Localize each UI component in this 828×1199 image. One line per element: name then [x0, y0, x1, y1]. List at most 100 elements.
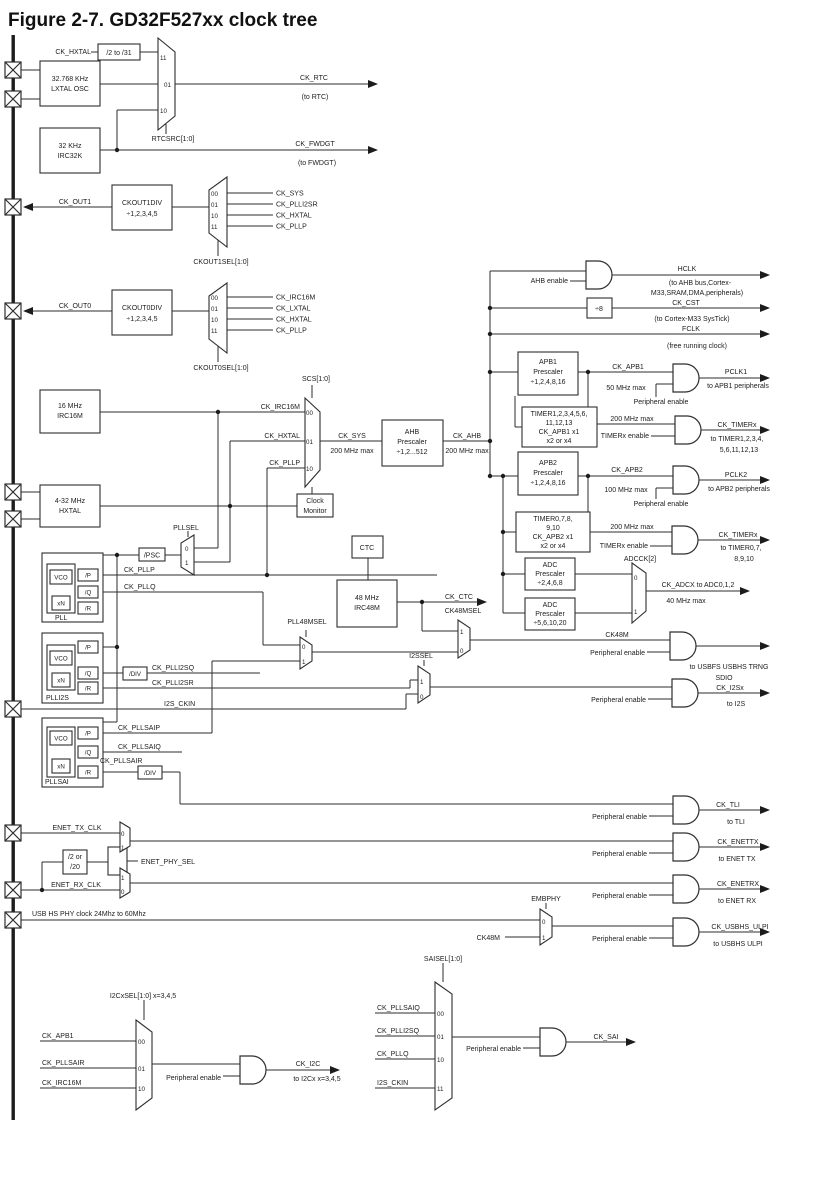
apb2-label3: ÷1,2,4,8,16: [531, 480, 566, 487]
fclk-to-label: (free running clock): [667, 343, 727, 350]
enet-sel-block: [107, 846, 128, 876]
sai-in10: 10: [437, 1057, 444, 1064]
rtc-mux-in10: 10: [160, 108, 167, 115]
ahb-prescaler-label3: ÷1,2...512: [396, 449, 427, 456]
pllsai-div-box: [137, 765, 163, 780]
scs-in10: 10: [306, 466, 313, 473]
to-fwdgt-label: (to FWDGT): [298, 160, 336, 167]
embphy-label: EMBPHY: [531, 896, 561, 903]
ck-rtc-label: CK_RTC: [300, 75, 328, 82]
ck-apb2-label: CK_APB2: [611, 467, 643, 474]
usbfs-to-label1: to USBFS USBHS TRNG: [690, 664, 769, 671]
hxtal-divider-label: /2 to /31: [106, 50, 131, 57]
timer1-label4: x2 or x4: [547, 438, 572, 445]
ck-apb1-label: CK_APB1: [612, 364, 644, 371]
i2s-ckin-label: I2S_CKIN: [164, 701, 195, 708]
ckout1-src00: CK_SYS: [276, 191, 304, 198]
irc32k-box: [39, 127, 101, 174]
pclk2-gate: [672, 465, 700, 495]
enet-tx-mux: [119, 821, 131, 853]
scs-in01: 01: [306, 439, 313, 446]
arrows: [23, 80, 770, 1074]
irc16m-label2: IRC16M: [57, 413, 83, 420]
timer0-ck-label: CK_TIMERx: [719, 532, 758, 539]
rtcsrc-label: RTCSRC[1:0]: [152, 136, 195, 143]
ck-plli2sq-label: CK_PLLI2SQ: [152, 665, 195, 672]
hxtal-divider-box: [97, 43, 141, 61]
scs-mux: [304, 396, 321, 489]
ck48m-label: CK48M: [605, 632, 629, 639]
ck-pllq-label: CK_PLLQ: [124, 584, 156, 591]
ckout0div-box: [111, 289, 173, 336]
pllsai-xn-label: xN: [57, 764, 65, 771]
irc32k-label2: IRC32K: [58, 153, 83, 160]
enet-div-label1: /2 or: [68, 854, 83, 861]
enet-div-label2: /20: [70, 864, 80, 871]
ckout0-src00: CK_IRC16M: [276, 295, 315, 302]
enet-phy-sel-label: ENET_PHY_SEL: [141, 859, 195, 866]
adc2-label3: ÷5,6,10,20: [533, 620, 566, 627]
pll48msel-label: PLL48MSEL: [287, 619, 326, 626]
pclk1-gate: [672, 363, 700, 393]
ckout0-src10: CK_HXTAL: [276, 317, 312, 324]
pll-p-label: /P: [85, 573, 91, 580]
pclk2-to-label: to APB2 peripherals: [708, 486, 770, 493]
tli-to-label: to TLI: [727, 819, 745, 826]
timer0-enable-label: TIMERx enable: [600, 543, 648, 550]
timer0-label2: 9,10: [546, 525, 560, 532]
ckout1div-box: [111, 184, 173, 231]
timer0-to-label2: 8,9,10: [734, 556, 754, 563]
ck-plli2sr-label: CK_PLLI2SR: [152, 680, 194, 687]
lxtal-pin1-icon: [4, 61, 22, 79]
timer1-to-label2: 5,6,11,12,13: [720, 447, 759, 454]
adc-prescaler1-box: [524, 557, 576, 591]
irc48m-label2: IRC48M: [354, 605, 380, 612]
timer1-ck-label: CK_TIMERx: [718, 422, 757, 429]
ctc-label: CTC: [360, 545, 374, 552]
i2c-to-label: to I2Cx x=3,4,5: [293, 1076, 340, 1083]
i2s-gate: [671, 678, 699, 708]
pllsel-mux: [180, 534, 195, 576]
apb2-max-label: 100 MHz max: [604, 487, 648, 494]
i2s-ckin-pin-icon: [4, 700, 22, 718]
timer1-label3: CK_APB1 x1: [539, 429, 580, 436]
enet-tx-pin-icon: [4, 824, 22, 842]
i2c-in01: 01: [138, 1066, 145, 1073]
figure-title: Figure 2-7. GD32F527xx clock tree: [8, 10, 317, 31]
i2c-in10: 10: [138, 1086, 145, 1093]
ck-sai-label: CK_SAI: [594, 1034, 619, 1041]
i2cxsel-mux: [135, 1018, 153, 1112]
ck-enettx-label: CK_ENETTX: [717, 839, 759, 846]
plli2s-q-box: [77, 666, 99, 680]
timer0-mult-box: [515, 511, 591, 553]
ckout1-src10: CK_HXTAL: [276, 213, 312, 220]
ckout0-in01: 01: [211, 306, 218, 313]
blocks: [39, 43, 613, 876]
apb1-max-label: 50 MHz max: [606, 385, 646, 392]
sai-src11-label: I2S_CKIN: [377, 1080, 408, 1087]
ahb-enable-label: AHB enable: [531, 278, 568, 285]
ckout1div-label1: CKOUT1DIV: [122, 200, 162, 207]
ck-fwdgt-label: CK_FWDGT: [295, 141, 335, 148]
pll-q-label: /Q: [85, 590, 92, 597]
pll-vco-box: [49, 569, 73, 585]
pll48msel-mux: [299, 635, 313, 671]
pllsai-p-box: [77, 726, 99, 740]
ckout0div-label1: CKOUT0DIV: [122, 305, 162, 312]
ckout1div-label2: ÷1,2,3,4,5: [126, 211, 157, 218]
apb1-label3: ÷1,2,4,8,16: [531, 379, 566, 386]
apb1-label2: Prescaler: [533, 369, 563, 376]
apb2-label1: APB2: [539, 460, 557, 467]
hxtal-label2: HXTAL: [59, 508, 81, 515]
pclk1-label: PCLK1: [725, 369, 747, 376]
scs-pllp-label: CK_PLLP: [269, 460, 300, 467]
pll-xn-box: [51, 595, 71, 611]
i2c-src00-label: CK_APB1: [42, 1033, 74, 1040]
junction-dots: [39, 147, 591, 893]
div8-box: [586, 297, 613, 319]
ck-pllsaiq-label: CK_PLLSAIQ: [118, 744, 161, 751]
i2ssel-label: I2SSEL: [409, 653, 433, 660]
pll-r-label: /R: [85, 606, 92, 613]
enet-mux2-in0: 0: [121, 889, 125, 896]
i2s-to-label: to I2S: [727, 701, 746, 708]
